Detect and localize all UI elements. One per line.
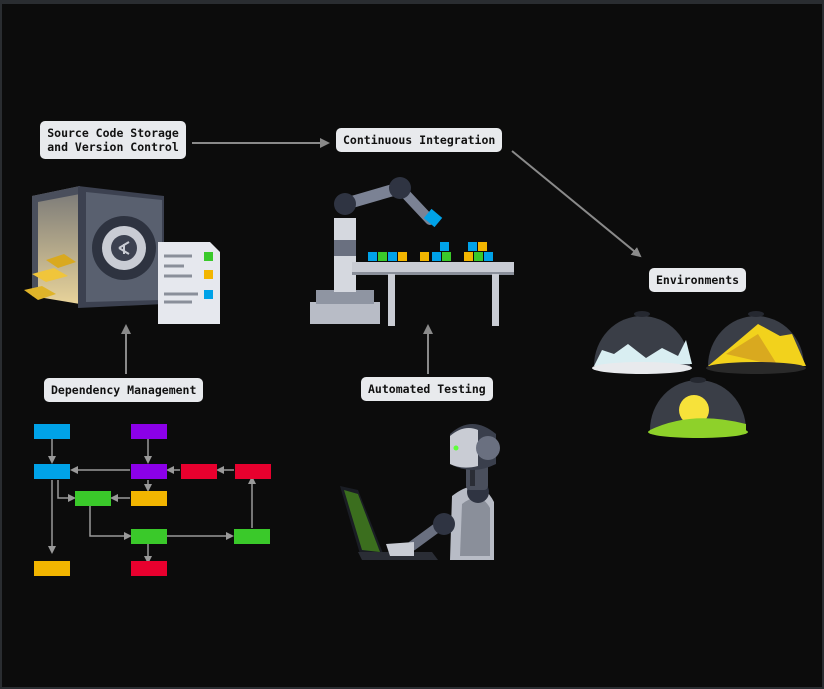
- diagram-canvas: Source Code Storage and Version Control …: [2, 4, 822, 687]
- ci-label: Continuous Integration: [336, 128, 503, 152]
- flow-arrows: [121, 138, 642, 374]
- dependency-graph: [34, 424, 271, 576]
- conveyor-icon: [352, 242, 514, 326]
- meadow-dome-icon: [648, 377, 748, 438]
- node-green-right: [234, 529, 270, 544]
- node-blue-mid: [34, 464, 70, 479]
- environments-label: Environments: [649, 268, 747, 292]
- robot-laptop-icon: [340, 424, 500, 560]
- testing-label: Automated Testing: [361, 377, 493, 401]
- node-blue-top: [34, 424, 70, 439]
- arrow-ci-to-environments: [511, 150, 642, 258]
- node-red-right: [235, 464, 271, 479]
- source-control-label: Source Code Storage and Version Control: [40, 121, 186, 159]
- dependency-label: Dependency Management: [44, 378, 204, 402]
- node-purple-mid: [131, 464, 167, 479]
- node-yellow-mid: [131, 491, 167, 506]
- node-yellow-bottom: [34, 561, 70, 576]
- desert-dome-icon: [706, 311, 806, 374]
- node-green-left: [75, 491, 111, 506]
- node-green-center: [131, 529, 167, 544]
- node-red-mid: [181, 464, 217, 479]
- node-purple-top: [131, 424, 167, 439]
- diagram-graphics: [24, 138, 806, 576]
- robot-arm-icon: [310, 177, 443, 324]
- snow-dome-icon: [592, 311, 692, 374]
- conveyor-blocks: [368, 242, 493, 261]
- node-red-bottom: [131, 561, 167, 576]
- document-icon: [158, 242, 220, 324]
- vault-icon: [24, 186, 164, 308]
